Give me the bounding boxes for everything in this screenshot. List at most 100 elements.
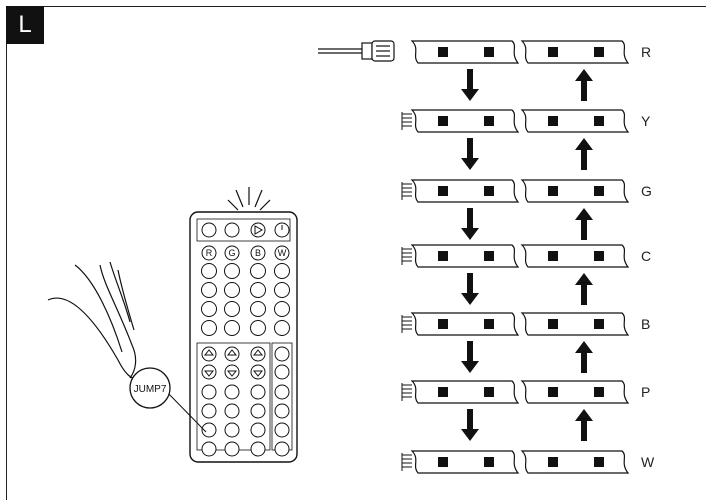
led-chip-icon <box>594 186 604 196</box>
led-chip-icon <box>484 457 494 467</box>
color-button-label: R <box>206 248 213 258</box>
blank-button <box>225 302 240 317</box>
color-label: W <box>641 454 655 470</box>
led-strip-right <box>522 41 628 63</box>
blank-button <box>202 264 217 279</box>
brightness-down-icon <box>202 223 216 237</box>
color-label: Y <box>641 113 651 129</box>
led-strip-left <box>402 245 518 267</box>
mode-button <box>225 423 239 437</box>
arrow-up-button-icon <box>251 347 265 361</box>
led-chip-icon <box>548 319 558 329</box>
mode-button <box>225 442 239 456</box>
blank-button <box>275 321 290 336</box>
blank-button <box>251 264 266 279</box>
led-strip-right <box>522 451 628 473</box>
blank-button <box>275 302 290 317</box>
led-chip-icon <box>438 116 448 126</box>
led-chip-icon <box>438 387 448 397</box>
color-button-label: B <box>255 248 261 258</box>
led-chip-icon <box>548 47 558 57</box>
color-label: G <box>641 183 652 199</box>
led-chip-icon <box>484 186 494 196</box>
mode-button <box>225 385 239 399</box>
color-label: R <box>641 44 651 60</box>
arrow-up-button-icon <box>202 347 216 361</box>
arrow-up-icon <box>575 409 593 441</box>
led-strip-left <box>402 313 518 335</box>
callout-label: JUMP7 <box>134 384 167 395</box>
led-chip-icon <box>438 251 448 261</box>
color-label: B <box>641 316 650 332</box>
led-strip-left <box>402 381 518 403</box>
blank-button <box>225 264 240 279</box>
mode-button <box>275 442 289 456</box>
arrow-down-button-icon <box>202 365 216 379</box>
arrow-down-icon <box>461 341 479 373</box>
power-connector-icon <box>318 41 394 61</box>
arrow-down-icon <box>461 138 479 170</box>
mode-button <box>251 423 265 437</box>
blank-button <box>275 283 290 298</box>
led-strip-right <box>522 245 628 267</box>
signal-rays-icon <box>228 187 270 210</box>
led-chip-icon <box>594 251 604 261</box>
led-chip-icon <box>594 457 604 467</box>
arrow-up-icon <box>575 69 593 101</box>
color-label: P <box>641 384 650 400</box>
mode-button <box>275 385 289 399</box>
pointing-hand-icon <box>48 262 140 379</box>
blank-button <box>202 321 217 336</box>
arrow-up-icon <box>575 341 593 373</box>
led-chip-icon <box>548 251 558 261</box>
arrow-up-icon <box>575 138 593 170</box>
blank-button <box>225 321 240 336</box>
led-strip-right <box>522 110 628 132</box>
blank-button <box>202 283 217 298</box>
led-chip-icon <box>548 457 558 467</box>
led-chip-icon <box>484 116 494 126</box>
arrow-up-icon <box>575 273 593 305</box>
led-strip-right <box>522 313 628 335</box>
color-button-label: G <box>228 248 235 258</box>
led-chip-icon <box>438 47 448 57</box>
led-chip-icon <box>594 47 604 57</box>
mode-button <box>275 404 289 418</box>
blank-button <box>251 321 266 336</box>
mode-button <box>202 404 216 418</box>
led-chip-icon <box>484 319 494 329</box>
led-chip-icon <box>438 457 448 467</box>
led-chip-icon <box>484 47 494 57</box>
arrow-down-button-icon <box>251 365 265 379</box>
led-chip-icon <box>484 251 494 261</box>
arrow-up-icon <box>575 208 593 240</box>
led-chip-icon <box>594 387 604 397</box>
led-strip-right <box>522 381 628 403</box>
mode-button <box>202 442 216 456</box>
led-strip-right <box>522 180 628 202</box>
led-strip-left <box>402 110 518 132</box>
brightness-up-icon <box>225 223 239 237</box>
arrow-down-icon <box>461 409 479 441</box>
blank-button <box>225 283 240 298</box>
arrow-up-button-icon <box>225 347 239 361</box>
color-button-label: W <box>278 248 287 258</box>
led-chip-icon <box>594 319 604 329</box>
mode-button <box>251 404 265 418</box>
function-button <box>275 347 289 361</box>
led-chip-icon <box>548 116 558 126</box>
led-strip-left <box>412 41 518 63</box>
mode-button <box>225 404 239 418</box>
mode-button <box>251 385 265 399</box>
arrow-down-icon <box>461 273 479 305</box>
led-chip-icon <box>438 186 448 196</box>
arrow-down-button-icon <box>225 365 239 379</box>
led-chip-icon <box>548 387 558 397</box>
arrow-down-icon <box>461 69 479 101</box>
led-strip-left <box>402 451 518 473</box>
led-chip-icon <box>594 116 604 126</box>
led-chip-icon <box>484 387 494 397</box>
